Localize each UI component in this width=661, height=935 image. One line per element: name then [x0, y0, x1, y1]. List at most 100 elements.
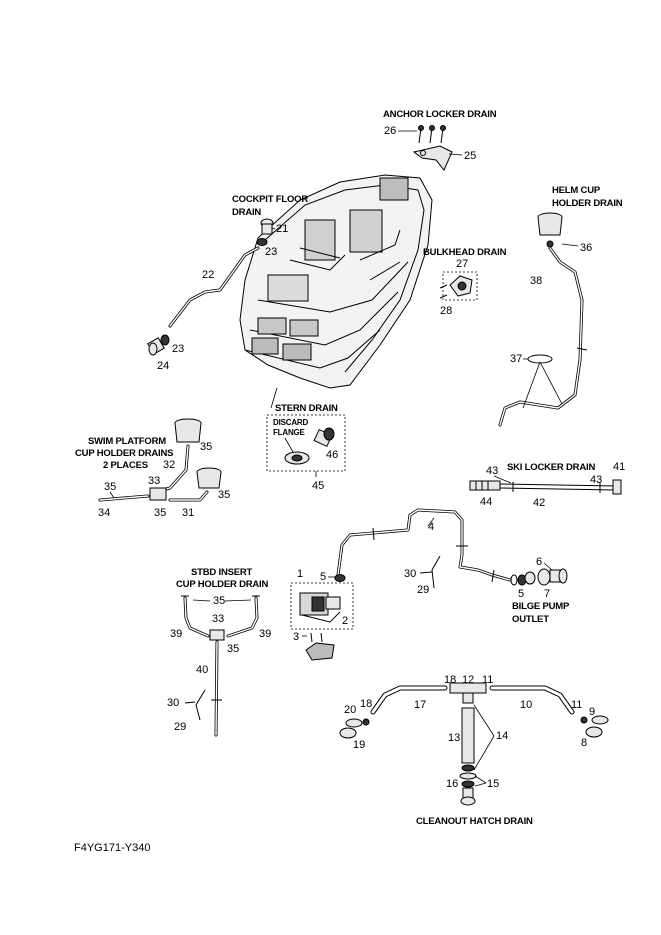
svg-text:8: 8 — [581, 737, 587, 749]
hose-17 — [370, 685, 448, 715]
clamp-29 — [431, 555, 441, 589]
pump-base — [305, 642, 335, 661]
svg-text:13: 13 — [448, 732, 460, 744]
svg-text:29: 29 — [174, 721, 186, 733]
svg-text:2: 2 — [342, 615, 348, 627]
svg-text:22: 22 — [202, 269, 214, 281]
side-drain-right — [580, 715, 609, 738]
svg-text:39: 39 — [259, 628, 271, 640]
bulkhead-drain-group: BULKHEAD DRAIN 27 28 — [423, 247, 507, 317]
anchor-locker-drain-group: ANCHOR LOCKER DRAIN 26 25 — [383, 109, 497, 171]
stbd-insert-drain-group: STBD INSERT CUP HOLDER DRAIN 35 33 39 39… — [167, 567, 271, 737]
svg-text:HELM CUP: HELM CUP — [552, 185, 601, 196]
pipe-13 — [461, 707, 475, 764]
svg-text:OUTLET: OUTLET — [512, 614, 549, 625]
flange-45 — [284, 451, 310, 465]
bilge-pump-2 — [299, 592, 341, 623]
svg-text:43: 43 — [486, 465, 498, 477]
svg-text:FLANGE: FLANGE — [273, 428, 306, 437]
screw-30b — [184, 701, 196, 704]
screw-3-a — [310, 632, 313, 643]
svg-text:CLEANOUT HATCH DRAIN: CLEANOUT HATCH DRAIN — [416, 816, 533, 827]
svg-text:18: 18 — [360, 698, 372, 710]
clamp-5-upper — [334, 574, 346, 582]
svg-text:19: 19 — [353, 739, 365, 751]
svg-text:31: 31 — [182, 507, 194, 519]
svg-text:2 PLACES: 2 PLACES — [103, 460, 148, 471]
side-drain-left — [339, 718, 370, 739]
hose-4 — [336, 508, 512, 582]
svg-text:23: 23 — [265, 246, 277, 258]
svg-text:DISCARD: DISCARD — [273, 418, 308, 427]
screw-3-b — [320, 632, 323, 643]
svg-text:44: 44 — [480, 496, 492, 508]
svg-text:STERN DRAIN: STERN DRAIN — [275, 403, 338, 414]
svg-text:5: 5 — [320, 571, 326, 583]
clamp-29b — [195, 689, 206, 721]
svg-text:7: 7 — [544, 588, 550, 600]
svg-text:SWIM PLATFORM: SWIM PLATFORM — [88, 436, 166, 447]
svg-text:35: 35 — [200, 441, 212, 453]
svg-text:33: 33 — [212, 613, 224, 625]
svg-text:21: 21 — [276, 223, 288, 235]
svg-text:12: 12 — [462, 674, 474, 686]
svg-text:40: 40 — [196, 664, 208, 676]
svg-text:35: 35 — [154, 507, 166, 519]
screw-28-b — [439, 294, 448, 299]
helm-cup-holder-drain-group: HELM CUP HOLDER DRAIN 36 38 37 — [498, 185, 623, 427]
svg-text:32: 32 — [163, 459, 175, 471]
svg-text:45: 45 — [312, 480, 324, 492]
svg-text:9: 9 — [589, 706, 595, 718]
svg-text:24: 24 — [157, 360, 169, 372]
svg-text:11: 11 — [571, 699, 582, 711]
svg-text:30: 30 — [404, 568, 416, 580]
drain-fitting-21 — [260, 218, 274, 235]
svg-text:38: 38 — [530, 275, 542, 287]
svg-text:CUP HOLDER DRAIN: CUP HOLDER DRAIN — [176, 579, 268, 590]
boat-hull — [239, 174, 433, 389]
svg-text:35: 35 — [218, 489, 230, 501]
svg-text:11: 11 — [482, 674, 493, 686]
svg-text:3: 3 — [293, 631, 299, 643]
svg-text:10: 10 — [520, 699, 532, 711]
anchor-drain-plate-25 — [412, 145, 453, 171]
fitting-44 — [469, 480, 501, 491]
svg-text:SKI LOCKER DRAIN: SKI LOCKER DRAIN — [507, 462, 595, 473]
svg-text:34: 34 — [98, 507, 110, 519]
svg-text:CUP HOLDER DRAINS: CUP HOLDER DRAINS — [75, 448, 173, 459]
tee-fitting-33 — [149, 487, 167, 501]
cockpit-floor-drain-group: COCKPIT FLOOR DRAIN 21 23 22 23 24 — [147, 194, 309, 372]
screw-26 — [418, 125, 446, 144]
outlet-flange-7 — [537, 568, 551, 586]
svg-text:16: 16 — [446, 778, 458, 790]
svg-text:35: 35 — [227, 643, 239, 655]
svg-text:DRAIN: DRAIN — [232, 207, 261, 218]
svg-text:35: 35 — [213, 595, 225, 607]
svg-text:STBD INSERT: STBD INSERT — [191, 567, 253, 578]
drain-fitting-24 — [147, 337, 165, 356]
svg-text:4: 4 — [428, 521, 434, 533]
svg-text:27: 27 — [456, 258, 468, 270]
svg-text:23: 23 — [172, 343, 184, 355]
cup-holder-36 — [537, 212, 563, 248]
svg-text:25: 25 — [464, 150, 476, 162]
svg-text:29: 29 — [417, 584, 429, 596]
svg-text:6: 6 — [536, 556, 542, 568]
anchor-locker-drain-label: ANCHOR LOCKER DRAIN — [383, 109, 497, 120]
cup-holder-right — [196, 467, 222, 489]
clamp-37 — [527, 354, 553, 364]
svg-text:BILGE PUMP: BILGE PUMP — [512, 601, 570, 612]
svg-text:HOLDER DRAIN: HOLDER DRAIN — [552, 198, 623, 209]
drain-plate-27 — [449, 275, 473, 297]
nut-23-upper — [256, 238, 268, 246]
cup-holder-left — [174, 418, 202, 443]
svg-text:14: 14 — [496, 730, 508, 742]
bilge-pump-group: 4 1 5 2 3 30 29 6 — [290, 508, 570, 661]
svg-text:42: 42 — [533, 497, 545, 509]
stern-drain-group: STERN DRAIN DISCARD FLANGE 46 45 — [266, 387, 346, 492]
svg-text:35: 35 — [104, 481, 116, 493]
svg-text:39: 39 — [170, 628, 182, 640]
svg-text:37: 37 — [510, 353, 522, 365]
tee-fitting-12 — [449, 682, 487, 704]
